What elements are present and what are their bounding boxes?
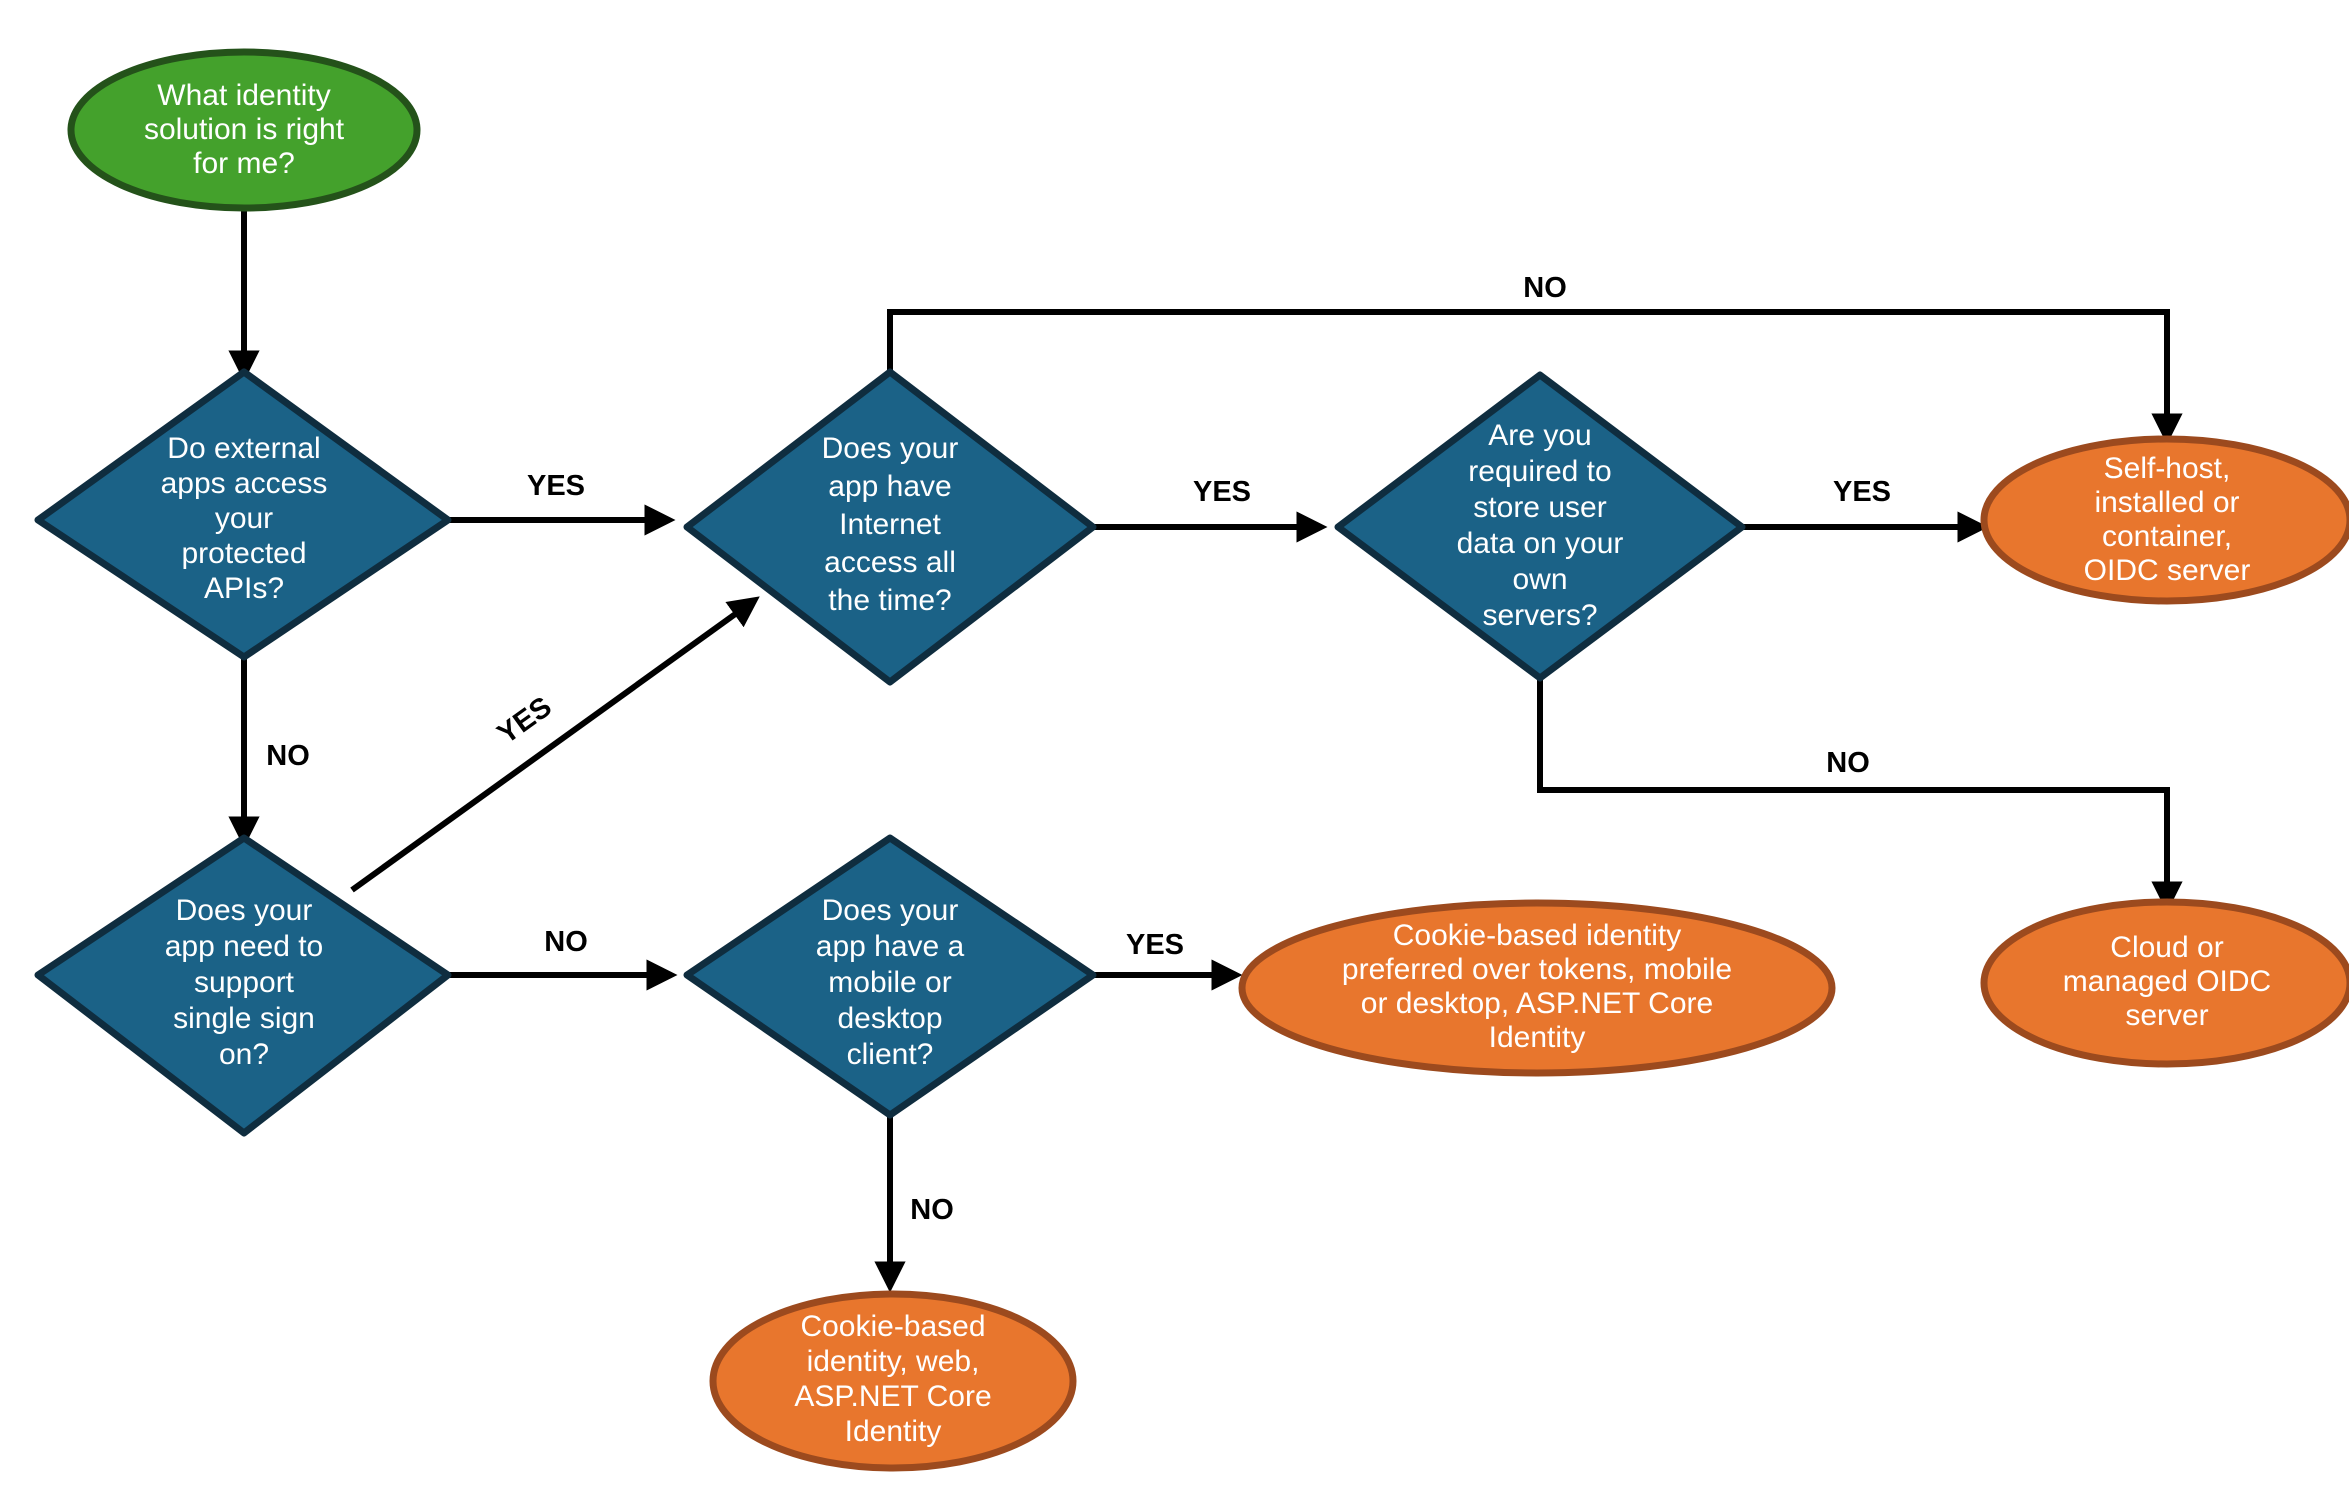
decision-single-sign-on-line-3: support [194,966,295,999]
decision-external-apis-line-1: Do external [167,432,320,465]
decision-single-sign-on-line-1: Does your [176,894,313,927]
decision-store-user-data-line-2: required to [1468,455,1611,488]
outcome-self-host-oidc-line-2: installed or [2094,486,2239,519]
node-outcome-self-host-oidc[interactable]: Self-host, installed or container, OIDC … [1980,435,2349,605]
edge-label-external-apis-no: NO [266,740,310,772]
decision-external-apis-diamond-shape [34,368,452,661]
edge-label-mobile-desktop-no: NO [910,1194,954,1226]
decision-external-apis-line-3: your [215,502,273,535]
decision-internet-access-line-3: Internet [839,508,941,541]
decision-internet-access-line-4: access all [824,546,956,579]
outcome-cloud-managed-oidc-ellipse-shape [1980,898,2349,1068]
outcome-cookie-preferred-ellipse-shape [1238,899,1836,1077]
outcome-cookie-web-line-2: identity, web, [807,1345,980,1378]
start-label-line-2: solution is right [144,113,345,146]
outcome-cloud-managed-oidc-line-2: managed OIDC [2063,965,2271,998]
node-decision-single-sign-on[interactable]: Does your app need to support single sig… [34,834,452,1137]
edge-label-external-apis-yes: YES [527,470,585,502]
edge-label-mobile-desktop-yes: YES [1126,929,1184,961]
outcome-cloud-managed-oidc-line-1: Cloud or [2110,931,2223,964]
decision-mobile-desktop-client-line-5: client? [847,1038,934,1071]
decision-internet-access-line-1: Does your [822,432,959,465]
decision-single-sign-on-diamond-shape [34,834,452,1137]
outcome-cookie-preferred-line-3: or desktop, ASP.NET Core [1361,987,1713,1020]
node-decision-external-apis[interactable]: Do external apps access your protected A… [34,368,452,661]
outcome-cookie-web-line-1: Cookie-based [800,1310,985,1343]
edge-labels-layer: YES NO YES NO YES NO YES NO YES NO [266,272,1891,1226]
decision-internet-access-line-5: the time? [828,584,951,617]
edge-label-store-user-data-yes: YES [1833,476,1891,508]
decision-external-apis-line-5: APIs? [204,572,284,605]
outcome-cookie-web-line-4: Identity [845,1415,942,1448]
decision-store-user-data-line-6: servers? [1482,599,1597,632]
decision-mobile-desktop-client-line-3: mobile or [828,966,951,999]
edge-label-sso-yes: YES [492,691,558,751]
decision-single-sign-on-line-2: app need to [165,930,323,963]
decision-internet-access-diamond-shape [683,368,1097,686]
start-label-line-1: What identity [157,79,330,112]
edge-label-internet-yes: YES [1193,476,1251,508]
decision-store-user-data-line-1: Are you [1488,419,1591,452]
decision-single-sign-on-line-5: on? [219,1038,269,1071]
node-outcome-cookie-preferred[interactable]: Cookie-based identity preferred over tok… [1238,899,1836,1077]
edge-label-sso-no: NO [544,926,588,958]
edges-layer: does your app have internet --> sso --> … [228,209,2183,1293]
edge-internet-no-to-self-host [887,309,2183,445]
node-decision-internet-access[interactable]: Does your app have Internet access all t… [683,368,1097,686]
outcome-self-host-oidc-line-3: container, [2102,520,2232,553]
node-decision-mobile-desktop-client[interactable]: Does your app have a mobile or desktop c… [683,834,1097,1119]
start-ellipse-shape [67,48,421,212]
decision-single-sign-on-line-4: single sign [173,1002,315,1035]
decision-store-user-data-line-4: data on your [1457,527,1624,560]
decision-internet-access-line-2: app have [828,470,951,503]
outcome-cookie-web-line-3: ASP.NET Core [794,1380,991,1413]
outcome-cloud-managed-oidc-line-3: server [2125,999,2208,1032]
outcome-self-host-oidc-ellipse-shape [1980,435,2349,605]
edge-label-store-user-data-no: NO [1826,747,1870,779]
decision-mobile-desktop-client-line-4: desktop [837,1002,942,1035]
decision-store-user-data-diamond-shape [1334,371,1746,682]
edge-sso-yes-to-internet [350,596,760,893]
outcome-cookie-web-ellipse-shape [709,1290,1077,1472]
start-label-line-3: for me? [193,147,295,180]
decision-mobile-desktop-client-line-2: app have a [816,930,965,963]
decision-store-user-data-line-5: own [1512,563,1567,596]
decision-external-apis-line-2: apps access [161,467,328,500]
decision-mobile-desktop-client-diamond-shape [683,834,1097,1119]
decision-external-apis-line-4: protected [181,537,306,570]
node-start[interactable]: What identity solution is right for me? [67,48,421,212]
node-outcome-cloud-managed-oidc[interactable]: Cloud or managed OIDC server [1980,898,2349,1068]
outcome-self-host-oidc-line-1: Self-host, [2104,452,2231,485]
decision-mobile-desktop-client-line-1: Does your [822,894,959,927]
decision-store-user-data-line-3: store user [1473,491,1606,524]
outcome-cookie-preferred-line-1: Cookie-based identity [1393,919,1682,952]
outcome-cookie-preferred-line-4: Identity [1489,1021,1586,1054]
node-decision-store-user-data[interactable]: Are you required to store user data on y… [1334,371,1746,682]
outcome-self-host-oidc-line-4: OIDC server [2084,554,2251,587]
edge-store-user-data-no-to-cloud-managed [1537,678,2183,913]
outcome-cookie-preferred-line-2: preferred over tokens, mobile [1342,953,1732,986]
edge-label-internet-no: NO [1523,272,1567,304]
node-outcome-cookie-web[interactable]: Cookie-based identity, web, ASP.NET Core… [709,1290,1077,1472]
